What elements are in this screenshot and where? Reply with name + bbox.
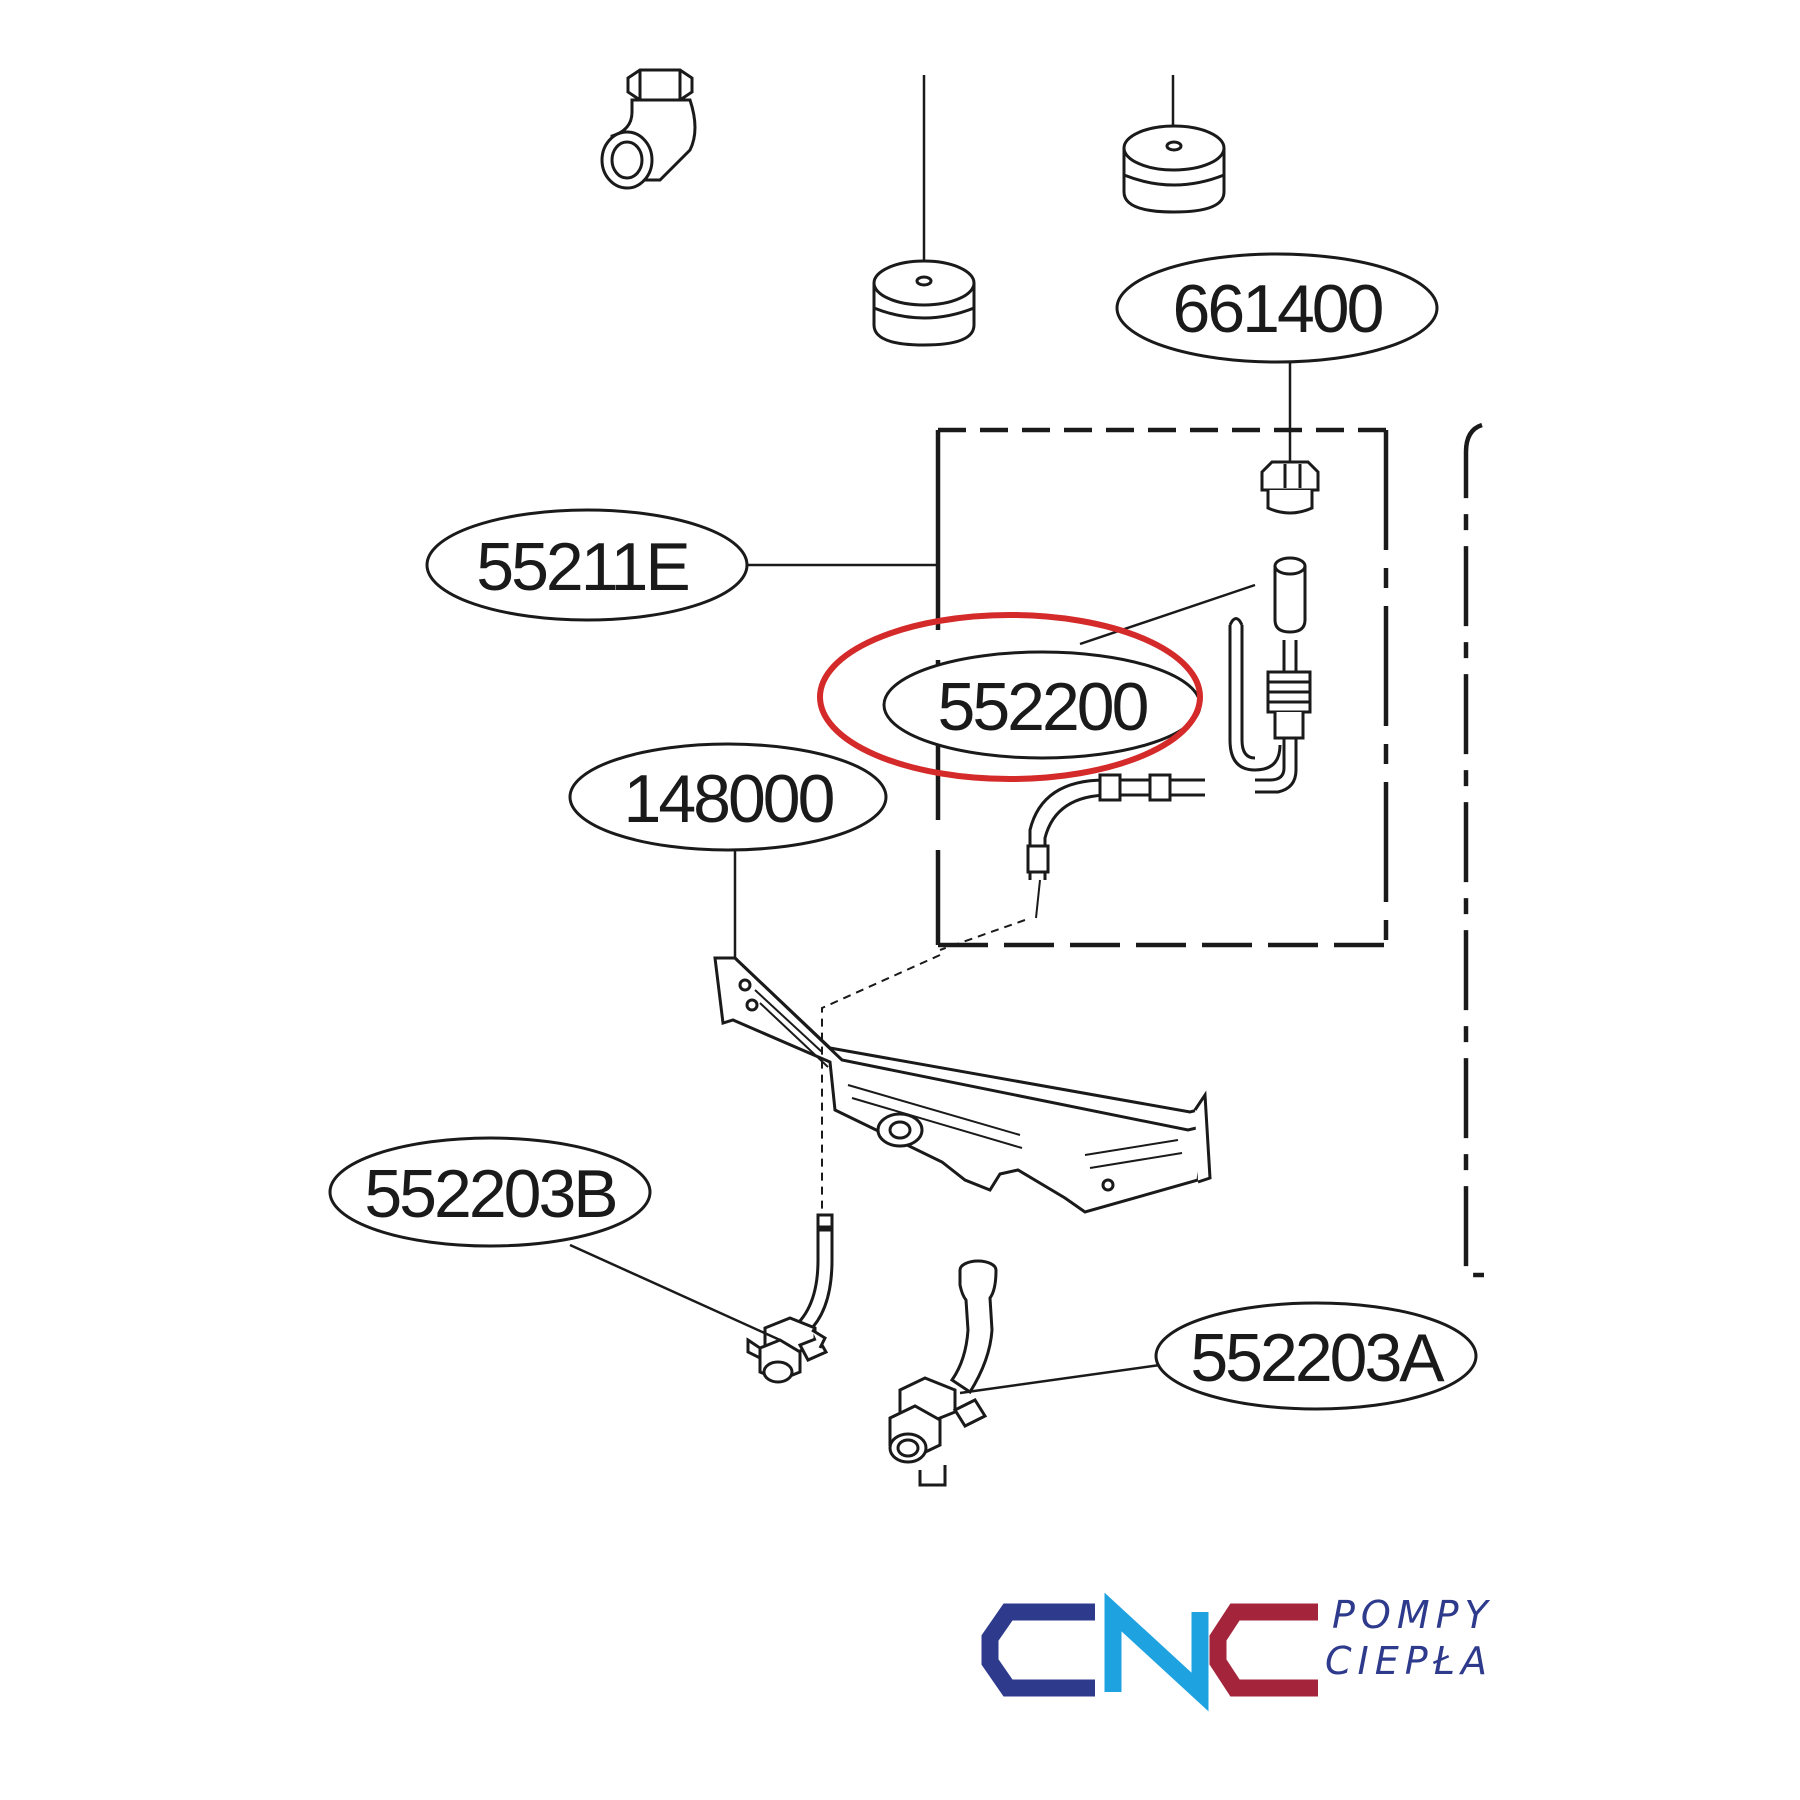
label-552203B: 552203B bbox=[328, 1136, 652, 1248]
leader-lines bbox=[569, 563, 1161, 1395]
label-552203A: 552203A bbox=[1154, 1301, 1478, 1411]
logo-text-line2: CIEPŁA bbox=[1325, 1639, 1493, 1683]
cnc-logo: POMPY CIEPŁA bbox=[981, 1592, 1494, 1712]
valve-cap bbox=[1260, 460, 1320, 515]
mounting-bracket bbox=[713, 956, 1212, 1214]
service-valve-a bbox=[888, 1259, 998, 1487]
elbow-fitting-top bbox=[600, 68, 697, 190]
svg-text:661400: 661400 bbox=[1173, 271, 1383, 347]
highlight-ring-552200 bbox=[817, 612, 1203, 782]
rubber-foot-lower bbox=[872, 259, 976, 347]
svg-text:552203B: 552203B bbox=[364, 1156, 615, 1232]
service-valve-b bbox=[746, 1213, 834, 1384]
logo-text-line1: POMPY bbox=[1332, 1593, 1494, 1637]
valve-pipe-assembly bbox=[939, 556, 1312, 951]
label-55211E: 55211E bbox=[425, 508, 749, 622]
label-552200: 552200 bbox=[882, 650, 1202, 760]
svg-text:552203A: 552203A bbox=[1190, 1320, 1445, 1396]
label-148000: 148000 bbox=[568, 742, 888, 852]
right-side-dashed-frame bbox=[1463, 422, 1484, 1278]
logo-mark bbox=[981, 1592, 1318, 1712]
dashed-connector-lines bbox=[821, 954, 941, 1215]
rubber-foot-upper bbox=[1122, 124, 1226, 214]
label-661400: 661400 bbox=[1115, 252, 1439, 364]
svg-text:55211E: 55211E bbox=[476, 529, 688, 605]
svg-text:552200: 552200 bbox=[938, 669, 1148, 745]
svg-text:148000: 148000 bbox=[624, 761, 834, 837]
